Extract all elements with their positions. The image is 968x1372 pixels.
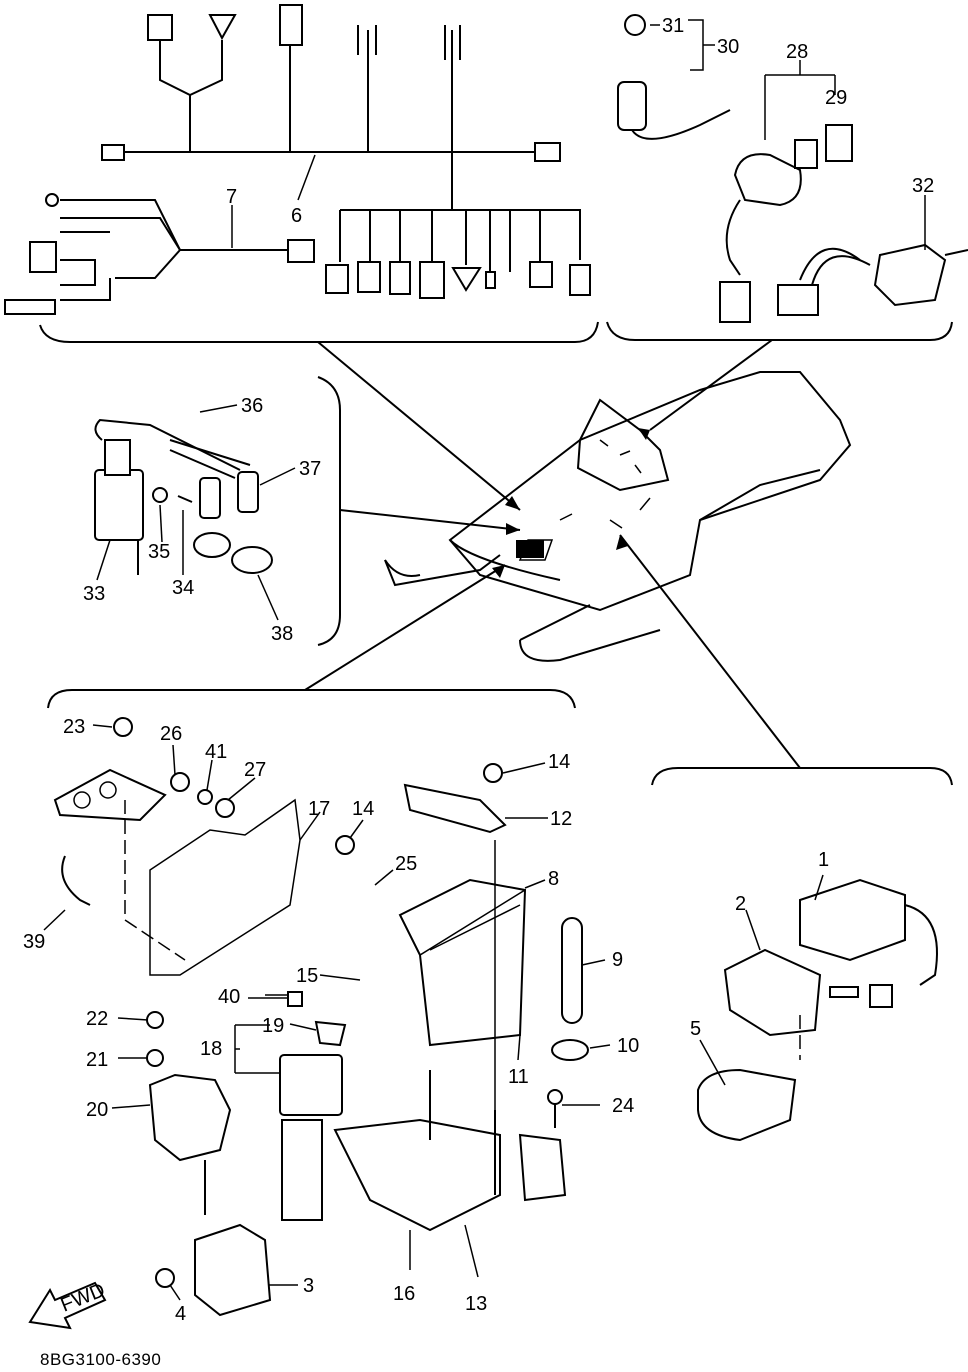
callout-14-upper: 14 bbox=[548, 751, 570, 773]
ignition-coil bbox=[94, 418, 241, 575]
callout-33: 33 bbox=[83, 583, 105, 605]
relay bbox=[279, 1054, 343, 1221]
callout-16: 16 bbox=[393, 1283, 415, 1305]
main-wire-harness bbox=[101, 4, 591, 299]
rectifier-regulator bbox=[155, 1223, 272, 1317]
cdi-unit-parts bbox=[697, 878, 938, 1142]
pipe bbox=[551, 917, 589, 1061]
callout-3: 3 bbox=[303, 1275, 314, 1297]
callout-25: 25 bbox=[395, 853, 417, 875]
callout-39: 39 bbox=[23, 931, 45, 953]
callout-21: 21 bbox=[86, 1049, 108, 1071]
callout-30: 30 bbox=[717, 36, 739, 58]
indicator-lamp-assembly bbox=[617, 14, 731, 140]
callout-6: 6 bbox=[291, 205, 302, 227]
mounting-plate bbox=[53, 768, 167, 822]
leader-lines bbox=[304, 339, 801, 769]
callout-15: 15 bbox=[296, 965, 318, 987]
group-frame-switches bbox=[606, 321, 953, 341]
callout-41: 41 bbox=[205, 741, 227, 763]
group-frame-ignition bbox=[317, 376, 341, 646]
callout-13: 13 bbox=[465, 1293, 487, 1315]
callout-36: 36 bbox=[241, 395, 263, 417]
drawing-code: 8BG3100-6390 bbox=[40, 1350, 162, 1369]
upper-bracket bbox=[403, 783, 507, 1110]
callout-1: 1 bbox=[818, 849, 829, 871]
callout-8: 8 bbox=[548, 868, 559, 890]
callout-20: 20 bbox=[86, 1099, 108, 1121]
callout-4: 4 bbox=[175, 1303, 186, 1325]
callout-14-lower: 14 bbox=[352, 798, 374, 820]
callout-31: 31 bbox=[662, 15, 684, 37]
callout-10: 10 bbox=[617, 1035, 639, 1057]
callout-26: 26 bbox=[160, 723, 182, 745]
fwd-arrow-icon: FWD bbox=[28, 1279, 108, 1330]
group-frame-electrical bbox=[47, 689, 576, 709]
cdi-box bbox=[398, 878, 527, 1047]
callout-29: 29 bbox=[825, 87, 847, 109]
callout-2: 2 bbox=[735, 893, 746, 915]
callout-7: 7 bbox=[226, 186, 237, 208]
callout-leaders bbox=[43, 19, 926, 1301]
callout-labels: 1 2 3 4 5 6 7 8 9 10 11 12 13 14 14 15 1… bbox=[23, 15, 934, 1325]
callout-24: 24 bbox=[612, 1095, 634, 1117]
callout-35: 35 bbox=[148, 541, 170, 563]
sub-wire-harness bbox=[4, 193, 315, 315]
small-hardware bbox=[61, 717, 563, 1128]
callout-5: 5 bbox=[690, 1018, 701, 1040]
group-frame-cdi bbox=[651, 767, 953, 786]
callout-9: 9 bbox=[612, 949, 623, 971]
callout-28: 28 bbox=[786, 41, 808, 63]
callout-37: 37 bbox=[299, 458, 321, 480]
snowmobile-outline bbox=[384, 371, 852, 662]
cover-gasket bbox=[124, 798, 301, 976]
callout-34: 34 bbox=[172, 577, 194, 599]
group-frame-harness bbox=[39, 321, 599, 343]
callout-22: 22 bbox=[86, 1008, 108, 1030]
callout-40: 40 bbox=[218, 986, 240, 1008]
spark-plug-caps bbox=[169, 439, 259, 519]
kill-switch-assembly bbox=[777, 243, 968, 316]
callout-27: 27 bbox=[244, 759, 266, 781]
main-switch-assembly bbox=[719, 124, 853, 323]
sensor-unit bbox=[148, 1073, 232, 1215]
callout-32: 32 bbox=[912, 175, 934, 197]
callout-18: 18 bbox=[200, 1038, 222, 1060]
callout-38: 38 bbox=[271, 623, 293, 645]
callout-17: 17 bbox=[308, 798, 330, 820]
bracket bbox=[333, 1070, 567, 1232]
grommets bbox=[152, 487, 273, 574]
callout-12: 12 bbox=[550, 808, 572, 830]
callout-19: 19 bbox=[262, 1015, 284, 1037]
callout-23: 23 bbox=[63, 716, 85, 738]
callout-11: 11 bbox=[508, 1066, 529, 1088]
